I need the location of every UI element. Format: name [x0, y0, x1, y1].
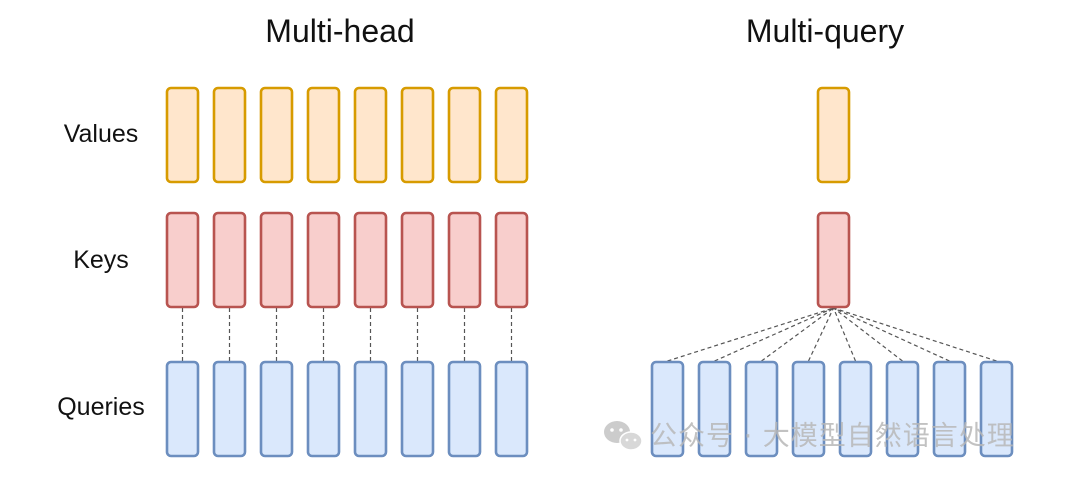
multi-head-title: Multi-head: [265, 13, 414, 49]
value-head-box: [165, 86, 200, 184]
multi-head-queries: [165, 360, 529, 458]
query-head-box: [494, 360, 529, 458]
key-head-box: [400, 211, 435, 309]
query-head-box: [306, 360, 341, 458]
query-head-box: [259, 360, 294, 458]
query-shared-key-connector: [807, 307, 835, 362]
watermark-text: 公众号 · 大模型自然语言处理: [650, 421, 1015, 452]
value-head-box: [259, 86, 294, 184]
multi-head-values: [165, 86, 529, 184]
multi-query-keys: [816, 211, 851, 309]
query-shared-key-connector: [667, 307, 834, 362]
query-shared-key-connector: [832, 307, 857, 362]
query-shared-key-connector: [714, 307, 834, 362]
query-head-box: [838, 360, 873, 458]
key-head-box: [165, 211, 200, 309]
query-head-box: [932, 360, 967, 458]
watermark: 公众号 · 大模型自然语言处理: [604, 421, 1015, 452]
query-head-box: [353, 360, 388, 458]
multi-query-title: Multi-query: [746, 13, 904, 49]
query-shared-key-connector: [833, 307, 950, 362]
multi-query-connectors: [667, 307, 997, 362]
query-shared-key-connector: [833, 307, 903, 362]
multi-head-keys: [165, 211, 529, 309]
query-head-box: [885, 360, 920, 458]
query-head-box: [447, 360, 482, 458]
key-head-box: [259, 211, 294, 309]
multi-query-queries: [650, 360, 1014, 458]
value-head-box: [400, 86, 435, 184]
keys-label: Keys: [73, 246, 129, 274]
key-head-box: [306, 211, 341, 309]
shared-value-box: [816, 86, 851, 184]
multi-head-connectors: [181, 308, 513, 361]
query-shared-key-connector: [833, 307, 997, 362]
query-head-box: [400, 360, 435, 458]
key-head-box: [353, 211, 388, 309]
value-head-box: [306, 86, 341, 184]
value-head-box: [212, 86, 247, 184]
query-head-box: [791, 360, 826, 458]
value-head-box: [447, 86, 482, 184]
query-head-box: [697, 360, 732, 458]
query-head-box: [165, 360, 200, 458]
key-head-box: [212, 211, 247, 309]
query-head-box: [979, 360, 1014, 458]
queries-label: Queries: [57, 393, 145, 421]
multi-query-values: [816, 86, 851, 184]
query-head-box: [212, 360, 247, 458]
query-head-box: [744, 360, 779, 458]
query-head-box: [650, 360, 685, 458]
values-label: Values: [64, 120, 139, 148]
key-head-box: [494, 211, 529, 309]
query-shared-key-connector: [761, 307, 834, 362]
shared-key-box: [816, 211, 851, 309]
value-head-box: [353, 86, 388, 184]
key-head-box: [447, 211, 482, 309]
value-head-box: [494, 86, 529, 184]
wechat-icon: [604, 421, 643, 451]
